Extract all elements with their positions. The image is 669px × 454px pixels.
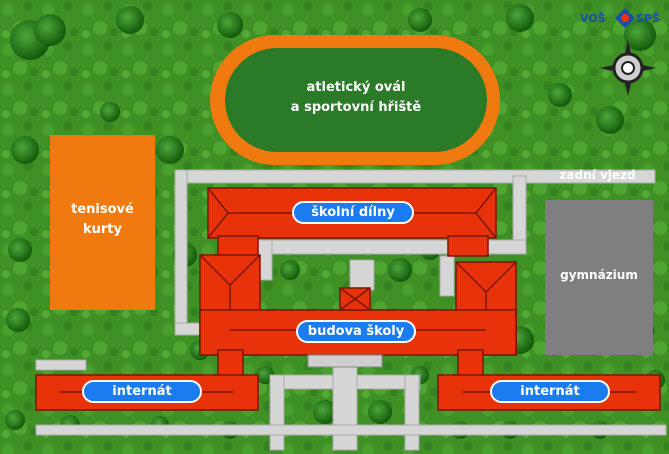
entrance-canopy [307, 354, 383, 368]
athletic-oval-field [225, 48, 487, 152]
tennis-courts [50, 135, 155, 310]
athletic-oval-label-line2: a sportovní hřiště [290, 100, 422, 115]
dorm-left-label: internát [82, 380, 202, 403]
tennis-courts-label-line1: tenisové [71, 202, 134, 217]
tennis-courts-label: tenisové kurty [50, 200, 155, 240]
dorm-right-label: internát [490, 380, 610, 403]
trees [5, 4, 665, 439]
rear-entry-label: zadní vjezd [559, 168, 636, 182]
logo-left-text: VOŠ [580, 12, 606, 25]
gymnasium-building [545, 200, 653, 355]
athletic-oval-label-line1: atletický ovál [306, 80, 406, 95]
logo: VOŠ SPŠ [580, 10, 665, 28]
workshops-label: školní dílny [292, 201, 414, 224]
athletic-oval-label: atletický ovál a sportovní hřiště [240, 78, 472, 118]
tennis-courts-label-line2: kurty [83, 222, 122, 237]
roads [35, 169, 667, 451]
school-building-label: budova školy [296, 320, 416, 343]
logo-right-text: SPŠ [636, 12, 660, 25]
logo-icon [615, 8, 635, 28]
gymnasium-label: gymnázium [560, 268, 638, 282]
school-buildings [35, 187, 661, 411]
compass-icon [600, 40, 656, 96]
